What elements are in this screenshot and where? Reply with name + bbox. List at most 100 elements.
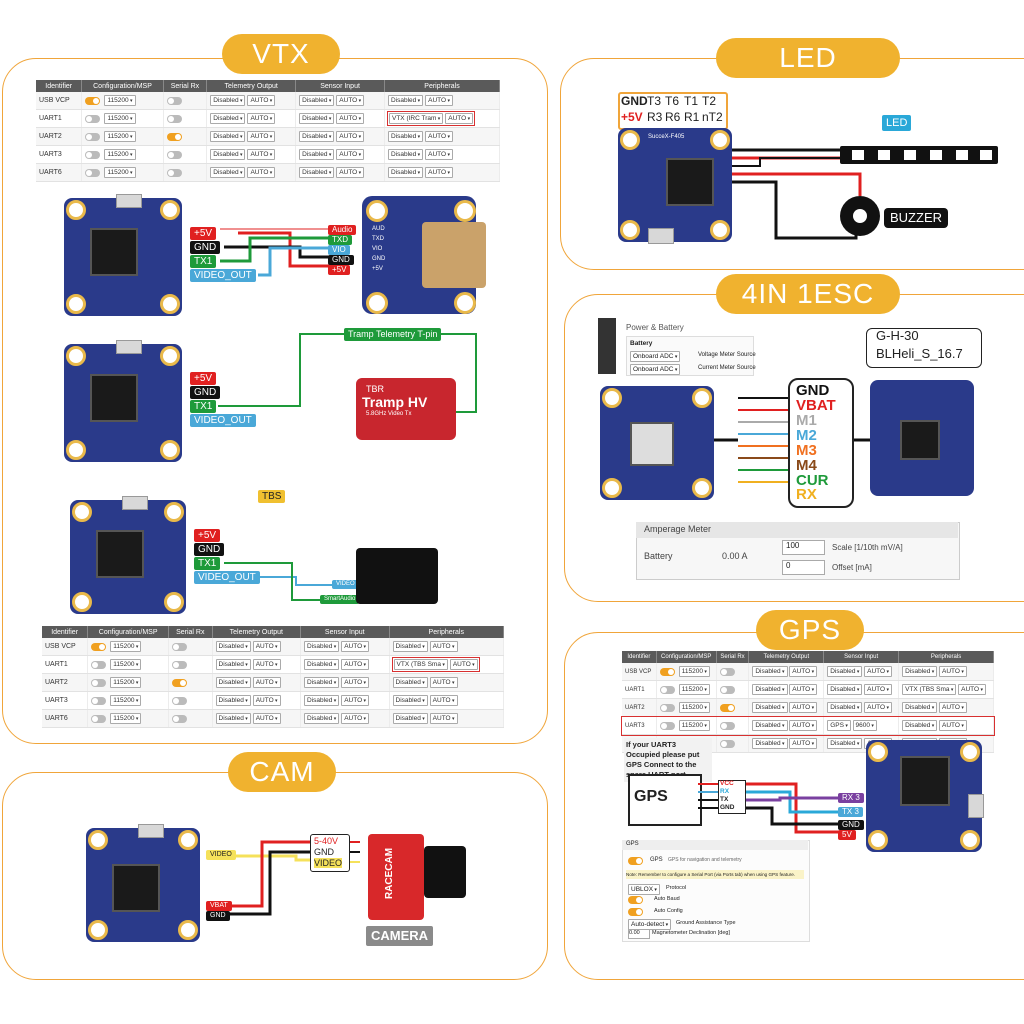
peripheral-select[interactable]: Disabled: [392, 641, 428, 652]
telemetry-select[interactable]: Disabled: [210, 167, 246, 178]
sensor-baud-select[interactable]: AUTO: [341, 713, 370, 724]
sensor-select[interactable]: Disabled: [299, 113, 335, 124]
baud-select[interactable]: 115200: [110, 659, 142, 670]
telemetry-baud-select[interactable]: AUTO: [247, 113, 276, 124]
gps-protocol-select[interactable]: UBLOX: [628, 884, 660, 895]
sensor-baud-select[interactable]: AUTO: [336, 95, 365, 106]
telemetry-baud-select[interactable]: AUTO: [789, 666, 818, 677]
msp-toggle[interactable]: [91, 678, 107, 687]
peripheral-baud-select[interactable]: AUTO: [938, 702, 967, 713]
serialrx-toggle[interactable]: [166, 96, 182, 105]
sensor-select-gps[interactable]: GPS: [827, 720, 851, 731]
serialrx-toggle[interactable]: [172, 696, 188, 705]
serialrx-toggle[interactable]: [172, 642, 188, 651]
telemetry-select[interactable]: Disabled: [210, 113, 246, 124]
peripheral-baud-select[interactable]: AUTO: [445, 113, 474, 124]
baud-select[interactable]: 115200: [104, 95, 136, 106]
peripheral-baud-select[interactable]: AUTO: [938, 720, 967, 731]
telemetry-baud-select[interactable]: AUTO: [247, 131, 276, 142]
peripheral-select[interactable]: Disabled: [388, 149, 424, 160]
baud-select[interactable]: 115200: [678, 720, 710, 731]
sensor-select[interactable]: Disabled: [299, 95, 335, 106]
telemetry-select[interactable]: Disabled: [215, 659, 251, 670]
sensor-baud-select[interactable]: AUTO: [336, 113, 365, 124]
telemetry-baud-select[interactable]: AUTO: [789, 720, 818, 731]
telemetry-baud-select[interactable]: AUTO: [252, 659, 281, 670]
telemetry-select[interactable]: Disabled: [215, 695, 251, 706]
peripheral-select-vtx[interactable]: VTX (TBS Sma: [902, 684, 957, 695]
peripheral-baud-select[interactable]: AUTO: [425, 131, 454, 142]
auto-config-toggle[interactable]: [628, 908, 643, 916]
offset-input[interactable]: 0: [782, 560, 825, 575]
sensor-select[interactable]: Disabled: [304, 713, 340, 724]
peripheral-baud-select[interactable]: AUTO: [449, 659, 478, 670]
peripheral-select-vtx[interactable]: VTX (IRC Tram: [389, 113, 444, 124]
sensor-select[interactable]: Disabled: [304, 659, 340, 670]
serialrx-toggle[interactable]: [719, 667, 735, 676]
sensor-baud-select[interactable]: AUTO: [864, 666, 892, 677]
peripheral-select[interactable]: Disabled: [392, 677, 428, 688]
peripheral-select-vtx[interactable]: VTX (TBS Sma: [393, 659, 448, 670]
peripheral-baud-select[interactable]: AUTO: [429, 713, 458, 724]
serialrx-toggle[interactable]: [172, 714, 188, 723]
sensor-baud-select[interactable]: AUTO: [341, 677, 370, 688]
msp-toggle[interactable]: [659, 703, 675, 712]
telemetry-select[interactable]: Disabled: [215, 713, 251, 724]
baud-select[interactable]: 115200: [104, 149, 136, 160]
msp-toggle[interactable]: [85, 114, 101, 123]
baud-select[interactable]: 115200: [104, 131, 136, 142]
serialrx-toggle[interactable]: [719, 739, 735, 748]
baud-select[interactable]: 115200: [104, 167, 136, 178]
msp-toggle[interactable]: [91, 696, 107, 705]
sensor-select[interactable]: Disabled: [827, 666, 863, 677]
peripheral-select[interactable]: Disabled: [902, 702, 938, 713]
serialrx-toggle[interactable]: [166, 114, 182, 123]
msp-toggle[interactable]: [659, 721, 675, 730]
peripheral-baud-select[interactable]: AUTO: [425, 167, 454, 178]
sensor-baud-select[interactable]: AUTO: [341, 659, 370, 670]
msp-toggle[interactable]: [85, 96, 101, 105]
peripheral-select[interactable]: Disabled: [392, 713, 428, 724]
telemetry-baud-select[interactable]: AUTO: [247, 167, 276, 178]
telemetry-baud-select[interactable]: AUTO: [252, 713, 281, 724]
telemetry-baud-select[interactable]: AUTO: [789, 702, 818, 713]
sensor-select[interactable]: Disabled: [827, 702, 863, 713]
peripheral-select[interactable]: Disabled: [388, 95, 424, 106]
telemetry-select[interactable]: Disabled: [215, 677, 251, 688]
baud-select[interactable]: 115200: [110, 641, 142, 652]
telemetry-select[interactable]: Disabled: [752, 666, 788, 677]
telemetry-baud-select[interactable]: AUTO: [252, 695, 281, 706]
serialrx-toggle[interactable]: [172, 660, 188, 669]
sensor-select[interactable]: Disabled: [299, 167, 335, 178]
serialrx-toggle[interactable]: [719, 685, 735, 694]
sensor-select[interactable]: Disabled: [827, 738, 863, 749]
serialrx-toggle[interactable]: [172, 678, 188, 687]
telemetry-select[interactable]: Disabled: [752, 720, 788, 731]
gps-enable-toggle[interactable]: [628, 857, 643, 865]
peripheral-select[interactable]: Disabled: [388, 131, 424, 142]
msp-toggle[interactable]: [85, 132, 101, 141]
sensor-baud-select[interactable]: AUTO: [341, 641, 370, 652]
msp-toggle[interactable]: [659, 667, 675, 676]
peripheral-select[interactable]: Disabled: [388, 167, 424, 178]
telemetry-baud-select[interactable]: AUTO: [789, 738, 818, 749]
telemetry-select[interactable]: Disabled: [752, 738, 788, 749]
sensor-select[interactable]: Disabled: [304, 677, 340, 688]
sensor-baud-select[interactable]: AUTO: [336, 167, 365, 178]
sensor-baud-select[interactable]: AUTO: [336, 131, 365, 142]
peripheral-baud-select[interactable]: AUTO: [429, 677, 458, 688]
peripheral-baud-select[interactable]: AUTO: [425, 95, 454, 106]
baud-select[interactable]: 115200: [678, 684, 710, 695]
telemetry-baud-select[interactable]: AUTO: [252, 641, 281, 652]
serialrx-toggle[interactable]: [719, 721, 735, 730]
sensor-baud-select[interactable]: AUTO: [341, 695, 370, 706]
sensor-select[interactable]: Disabled: [299, 131, 335, 142]
telemetry-select[interactable]: Disabled: [210, 149, 246, 160]
current-source-select[interactable]: Onboard ADC: [630, 364, 681, 375]
peripheral-select[interactable]: Disabled: [392, 695, 428, 706]
telemetry-baud-select[interactable]: AUTO: [789, 684, 818, 695]
telemetry-select[interactable]: Disabled: [215, 641, 251, 652]
sensor-select[interactable]: Disabled: [299, 149, 335, 160]
mag-declination-input[interactable]: 0.00: [628, 929, 650, 939]
msp-toggle[interactable]: [91, 660, 107, 669]
